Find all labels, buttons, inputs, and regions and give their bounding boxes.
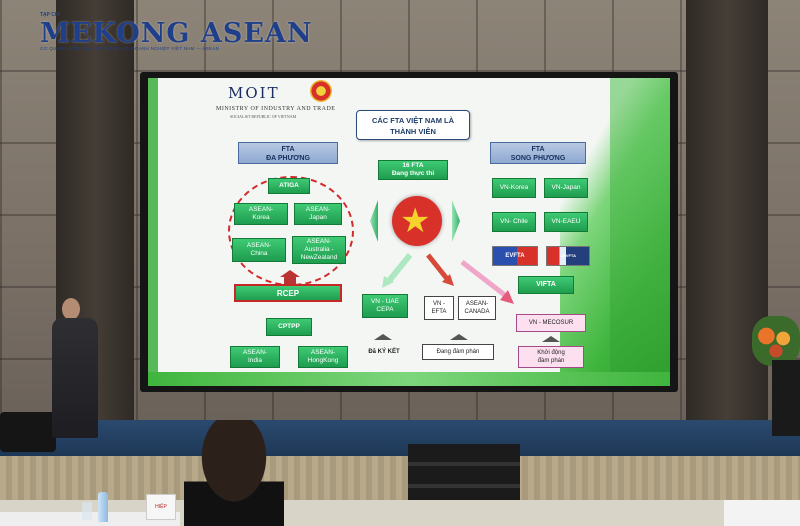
fta-asean-india-line2: India [247,357,263,364]
fta-asean-china-line2: China [250,250,268,257]
fta-asean-canada: ASEAN- CANADA [458,296,496,320]
slide-title-line1: CÁC FTA VIỆT NAM LÀ [371,116,455,125]
fta-asean-korea-line2: Korea [252,214,270,221]
stage-monitor [0,412,56,452]
watermark-prefix: TẠP CHÍ [40,12,60,18]
legend-launch-line2: đàm phán [537,358,565,364]
slide-title-line2: THÀNH VIÊN [390,127,436,136]
podium [772,360,800,436]
legend-negotiating: Đang đàm phán [422,344,494,360]
legend-launch-line1: Khởi động [537,350,565,356]
moit-logo-text: MOIT [228,84,280,102]
fta-vn-eaeu: VN-EAEU [544,212,588,232]
fta-asean-anz-line3: NewZealand [300,254,338,261]
flower-arrangement [752,316,800,366]
fta-vn-efta-line1: VN - [433,301,445,307]
water-glass [82,502,92,520]
fta-vn-efta: VN - EFTA [424,296,454,320]
fta-evfta: EVFTA [492,246,538,266]
launch-house-icon [542,336,560,342]
star-icon: ★ [400,202,431,240]
fta-asean-china-line1: ASEAN- [246,242,272,249]
vietnam-flag-icon [392,196,442,246]
fta-asean-india: ASEAN- India [230,346,280,368]
legend-signed: Đã KÝ KẾT [368,349,400,355]
fta-cptpp: CPTPP [266,318,312,336]
watermark-brand: MEKONG ASEAN [40,18,313,49]
slide-title: CÁC FTA VIỆT NAM LÀ THÀNH VIÊN [356,110,470,140]
arrow-negotiating [426,253,450,282]
ministry-name: MINISTRY OF INDUSTRY AND TRADE [216,106,336,112]
name-card: HIỆP [146,494,176,520]
bilateral-header-line1: FTA [531,146,545,153]
fta-vifta: VIFTA [518,276,574,294]
negotiating-house-icon [450,334,468,340]
fta-ukvfta: UKVFTA [546,246,590,266]
fta-asean-india-line1: ASEAN- [242,349,268,356]
right-table [724,500,800,526]
left-chevron-icon [370,200,378,242]
water-bottle [98,492,108,522]
fta-asean-japan-line2: Japan [309,214,327,221]
legend-launch: Khởi động đàm phán [518,346,584,368]
fta-atiga: ATIGA [268,178,310,194]
fta-asean-hongkong-line2: HongKong [307,357,339,364]
arrow-launch-head [500,290,514,304]
stage-floor [0,420,800,460]
fta-asean-canada-line1: ASEAN- [465,301,489,307]
fta-asean-anz-line1: ASEAN- [306,238,332,245]
multilateral-header-line1: FTA [281,146,295,153]
fta-vn-japan: VN-Japan [544,178,588,198]
fta-asean-canada-line2: CANADA [464,309,490,315]
fta-count: 16 FTA [402,162,424,169]
signed-house-icon [374,334,392,340]
multilateral-header-line2: ĐA PHƯƠNG [266,155,310,162]
fta-asean-korea-line1: ASEAN- [248,206,274,213]
fta-asean-korea: ASEAN- Korea [234,203,288,225]
fta-count-label: Đang thực thi [391,170,435,177]
watermark-tagline: CƠ QUAN NGÔN LUẬN CỦA HIỆP HỘI DOANH NGH… [40,46,220,51]
fta-vn-chile: VN- Chile [492,212,536,232]
bilateral-header-line2: SONG PHƯƠNG [510,155,566,162]
house-icon-base [284,277,296,284]
speaker [52,318,98,438]
fta-asean-hongkong: ASEAN- HongKong [298,346,348,368]
status-arrows [382,253,514,304]
fta-vn-efta-line2: EFTA [431,309,447,315]
arrow-launch [460,260,508,298]
right-chevron-icon [452,200,460,242]
fta-vn-korea: VN-Korea [492,178,536,198]
multilateral-header: FTA ĐA PHƯƠNG [238,142,338,164]
fta-asean-anz-line2: Australia - [304,246,334,253]
fta-vn-uae-line1: VN - UAE [370,298,400,305]
fta-vn-mercosur: VN - MECOSUR [516,314,586,332]
speaker-head [62,298,80,320]
bilateral-header: FTA SONG PHƯƠNG [490,142,586,164]
fta-rcep: RCEP [234,284,342,302]
fta-vn-uae-cepa: VN - UAE CEPA [362,294,408,318]
slide-bottom-band [148,372,670,386]
fta-asean-china: ASEAN- China [232,238,286,262]
arrow-signed-head [382,276,394,288]
fta-asean-japan: ASEAN- Japan [294,203,342,225]
arrow-signed [385,253,413,284]
fta-vn-uae-line2: CEPA [376,306,394,313]
fta-count-box: 16 FTA Đang thực thi [378,160,448,180]
slide-green-edge [610,78,670,386]
fta-asean-japan-line1: ASEAN- [305,206,331,213]
right-pillar [686,0,768,430]
republic-name: SOCIALIST REPUBLIC OF VIETNAM [230,114,297,119]
slide-left-stripe [148,78,158,386]
fta-asean-anz: ASEAN- Australia - NewZealand [292,236,346,264]
national-emblem-icon [310,80,332,102]
house-icon [280,270,300,277]
fta-asean-hongkong-line1: ASEAN- [310,349,336,356]
audience-member [184,420,284,526]
arrow-negotiating-head [442,274,454,286]
